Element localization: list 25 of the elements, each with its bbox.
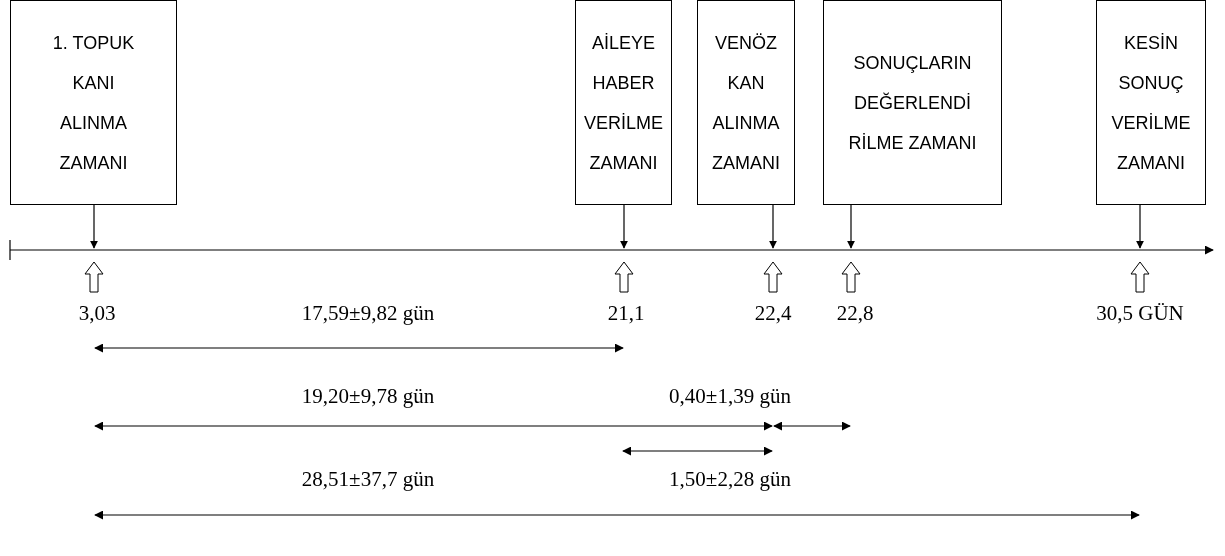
event-label: AİLEYE HABER VERİLME ZAMANI <box>583 31 664 175</box>
event-label: 1. TOPUK KANI ALINMA ZAMANI <box>51 31 136 175</box>
time-value: 1,50±2,28 gün <box>669 466 791 492</box>
arrow <box>769 204 777 249</box>
event-box <box>697 0 795 205</box>
event-label: SONUÇLARIN DEĞERLENDİ RİLME ZAMANI <box>847 51 978 155</box>
arrow <box>90 204 98 249</box>
time-value: 3,03 <box>78 300 116 326</box>
time-value: 17,59±9,82 gün <box>301 300 435 326</box>
arrow <box>1136 204 1144 249</box>
event-box <box>1096 0 1206 205</box>
time-value: 21,1 <box>607 300 645 326</box>
time-value: 0,40±1,39 gün <box>669 383 791 409</box>
time-value: 30,5 GÜN <box>1096 300 1184 326</box>
arrow <box>620 204 628 249</box>
arrow <box>847 204 855 249</box>
event-box <box>10 0 177 205</box>
time-value: 28,51±37,7 gün <box>301 466 435 492</box>
event-label: KESİN SONUÇ VERİLME ZAMANI <box>1110 31 1192 175</box>
time-value: 22,4 <box>754 300 792 326</box>
event-box <box>575 0 672 205</box>
event-box <box>823 0 1002 205</box>
time-value: 19,20±9,78 gün <box>301 383 435 409</box>
event-label: VENÖZ KAN ALINMA ZAMANI <box>711 31 781 175</box>
time-value: 22,8 <box>836 300 874 326</box>
